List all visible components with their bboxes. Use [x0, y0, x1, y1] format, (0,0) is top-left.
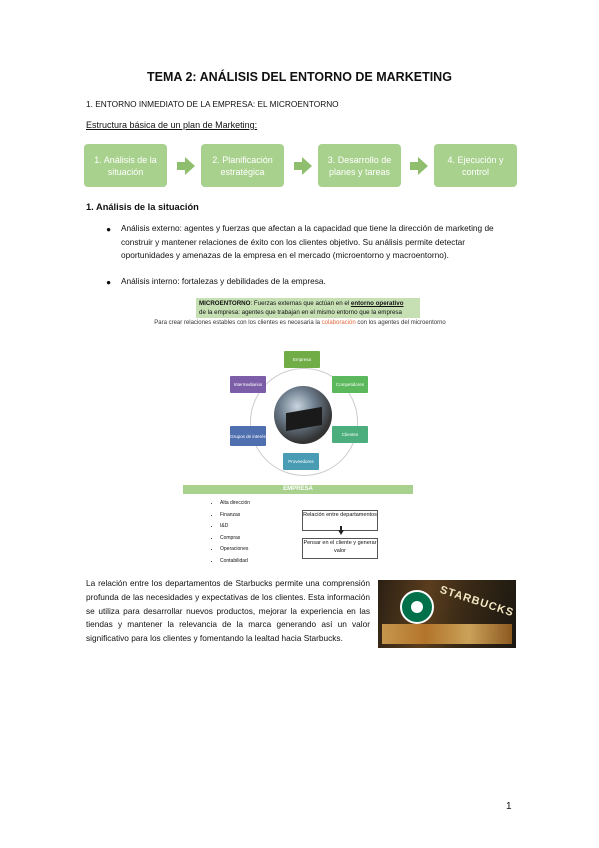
department-list: Alta dirección Finanzas I&D Compras Oper… [210, 498, 250, 567]
node-empresa: Empresa [284, 351, 320, 368]
starbucks-store-photo: STARBUCKS [378, 580, 516, 648]
node-competidores: Competidores [332, 376, 368, 393]
bullet-internal-analysis: Análisis interno: fortalezas y debilidad… [121, 276, 326, 286]
agents-ring [250, 368, 358, 476]
bullet-icon: ● [106, 224, 112, 234]
company-building-photo [274, 386, 332, 444]
arrow-right-icon [410, 157, 428, 175]
page-title: TEMA 2: ANÁLISIS DEL ENTORNO DE MARKETIN… [147, 70, 452, 84]
microentorno-subtitle: Para crear relaciones estables con los c… [154, 320, 446, 326]
structure-heading: Estructura básica de un plan de Marketin… [86, 120, 258, 130]
value-box: Pensar en el cliente y generar valor [302, 538, 378, 559]
list-item: Operaciones [220, 544, 250, 556]
store-window [382, 624, 512, 644]
list-item: Alta dirección [220, 498, 250, 510]
microentorno-banner: MICROENTORNO: Fuerzas externas que actúa… [196, 298, 420, 318]
starbucks-paragraph: La relación entre los departamentos de S… [86, 578, 370, 644]
bullet-external-analysis: Análisis externo: agentes y fuerzas que … [121, 223, 494, 260]
store-sign: STARBUCKS [438, 584, 516, 620]
starbucks-logo-icon [400, 590, 434, 624]
list-item: Finanzas [220, 510, 250, 522]
node-grupos-interes: Grupos de interés [230, 426, 266, 446]
bullet-icon: ● [106, 277, 112, 287]
empresa-bar: EMPRESA [183, 485, 413, 494]
subheading-situation-analysis: 1. Análisis de la situación [86, 202, 199, 212]
list-item: Contabilidad [220, 556, 250, 568]
arrow-right-icon [294, 157, 312, 175]
list-item: I&D [220, 521, 250, 533]
microentorno-figure: MICROENTORNO: Fuerzas externas que actúa… [140, 298, 460, 570]
section-heading: 1. ENTORNO INMEDIATO DE LA EMPRESA: EL M… [86, 99, 339, 109]
node-proveedores: Proveedores [283, 453, 319, 470]
node-intermediarios: Intermediarios [230, 376, 266, 393]
node-clientes: Clientes [332, 426, 368, 443]
arrow-down-icon [338, 526, 344, 535]
page-number: 1 [506, 801, 512, 812]
arrow-right-icon [177, 157, 195, 175]
list-item: Compras [220, 533, 250, 545]
